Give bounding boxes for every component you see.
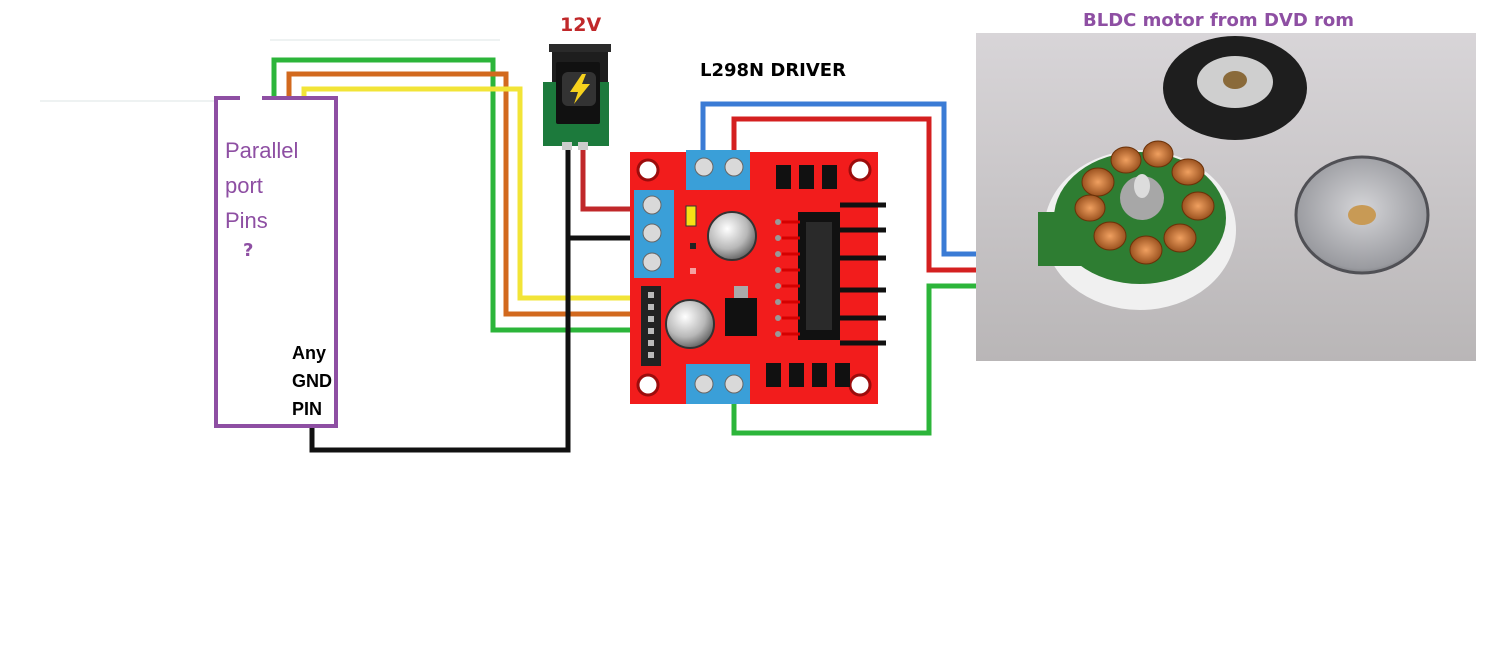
green-signal-wire bbox=[271, 57, 640, 333]
orange-signal-wire bbox=[286, 71, 640, 317]
ground-wire bbox=[309, 235, 636, 453]
parallel-port-box bbox=[214, 96, 338, 428]
parallel-port-label-line3: Pins bbox=[225, 208, 268, 233]
yellow-signal-wire bbox=[301, 86, 640, 301]
ground-label-line2: GND bbox=[292, 371, 332, 391]
ground-label-line1: Any bbox=[292, 343, 327, 363]
driver-label: L298N DRIVER bbox=[700, 60, 846, 81]
l298n-driver-board bbox=[630, 150, 886, 404]
faint-guide-lines bbox=[40, 39, 500, 102]
question-mark: ? bbox=[243, 240, 254, 261]
power-wire bbox=[580, 150, 636, 212]
power-label: 12V bbox=[560, 14, 602, 36]
bldc-motor-photo bbox=[976, 33, 1476, 361]
lightning-icon bbox=[570, 74, 590, 104]
dc-power-jack bbox=[543, 44, 611, 150]
parallel-port-label-line2: port bbox=[225, 173, 263, 198]
motor-label: BLDC motor from DVD rom bbox=[1083, 10, 1355, 31]
parallel-port-label-line1: Parallel bbox=[225, 138, 299, 163]
ground-label-line3: PIN bbox=[292, 399, 323, 419]
